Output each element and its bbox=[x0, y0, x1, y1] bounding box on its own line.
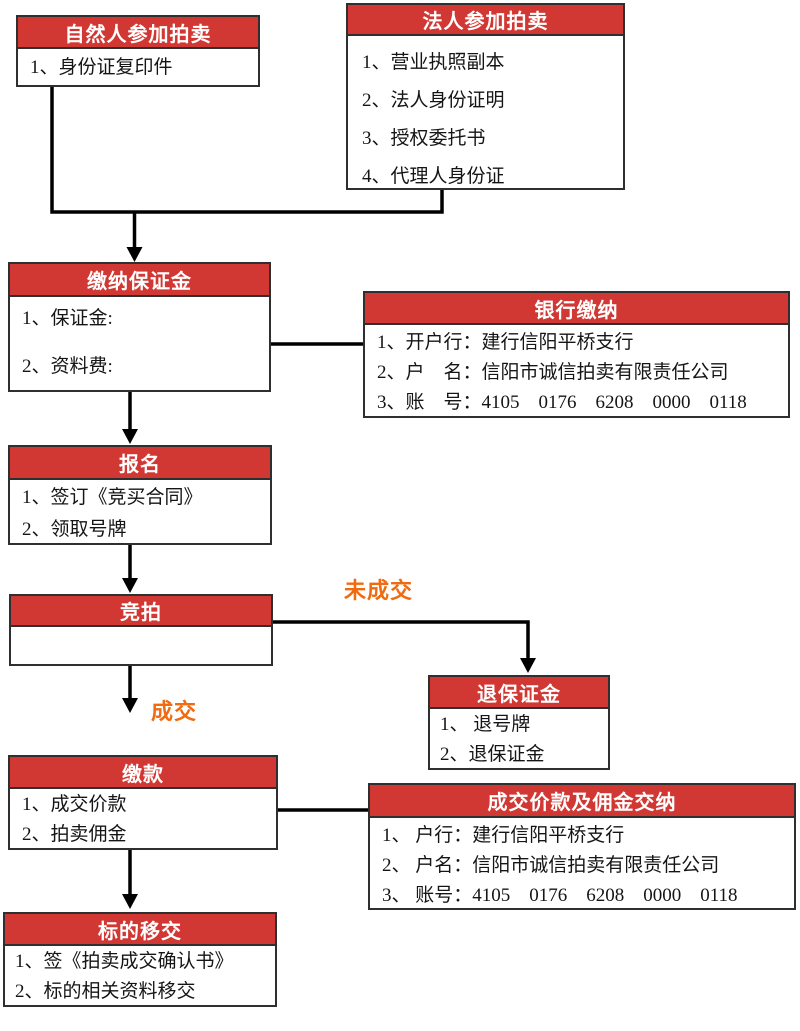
list-item: 2、资料费: bbox=[22, 356, 113, 377]
connector-arrow-payment-to-transfer bbox=[122, 850, 138, 909]
list-item: 2、退保证金 bbox=[440, 744, 545, 765]
list-item: 3、账 号：4105 0176 6208 0000 0118 bbox=[377, 392, 747, 413]
connector-tops-merge bbox=[50, 87, 444, 214]
box-commission-payment-title: 成交价款及佣金交纳 bbox=[370, 785, 794, 818]
list-item: 2、法人身份证明 bbox=[362, 90, 505, 111]
box-bidding-body bbox=[11, 627, 271, 664]
box-signup-body: 1、签订《竞买合同》 2、领取号牌 bbox=[10, 480, 270, 546]
list-item: 1、签订《竞买合同》 bbox=[22, 487, 203, 508]
box-payment: 缴款 1、成交价款 2、拍卖佣金 bbox=[8, 755, 278, 850]
list-item: 1、开户行：建行信阳平桥支行 bbox=[377, 332, 634, 353]
list-item: 2、标的相关资料移交 bbox=[15, 981, 196, 1002]
box-bidding-title: 竞拍 bbox=[11, 596, 271, 627]
box-legal-person-title: 法人参加拍卖 bbox=[348, 5, 623, 36]
list-item: 3、 账号：4105 0176 6208 0000 0118 bbox=[382, 885, 738, 906]
box-target-transfer-title: 标的移交 bbox=[5, 914, 275, 946]
box-refund-deposit-title: 退保证金 bbox=[430, 677, 608, 709]
box-legal-person: 法人参加拍卖 1、营业执照副本 2、法人身份证明 3、授权委托书 4、代理人身份… bbox=[346, 3, 625, 190]
connector-arrow-deposit-to-signup bbox=[122, 392, 138, 444]
box-natural-person: 自然人参加拍卖 1、身份证复印件 bbox=[16, 15, 260, 87]
box-deposit-title: 缴纳保证金 bbox=[10, 264, 269, 297]
box-refund-deposit: 退保证金 1、 退号牌 2、退保证金 bbox=[428, 675, 610, 770]
box-signup-title: 报名 bbox=[10, 447, 270, 480]
box-bank-payment-body: 1、开户行：建行信阳平桥支行 2、户 名：信阳市诚信拍卖有限责任公司 3、账 号… bbox=[365, 325, 788, 418]
box-deposit: 缴纳保证金 1、保证金: 2、资料费: bbox=[8, 262, 271, 392]
list-item: 2、领取号牌 bbox=[22, 519, 127, 540]
connector-arrow-bidding-to-refund bbox=[273, 620, 536, 673]
box-payment-body: 1、成交价款 2、拍卖佣金 bbox=[10, 789, 276, 850]
box-deposit-body: 1、保证金: 2、资料费: bbox=[10, 297, 269, 390]
list-item: 2、拍卖佣金 bbox=[22, 824, 127, 845]
list-item: 2、户 名：信阳市诚信拍卖有限责任公司 bbox=[377, 362, 729, 383]
branch-label-no-deal: 未成交 bbox=[344, 578, 414, 603]
box-target-transfer-body: 1、签《拍卖成交确认书》 2、标的相关资料移交 bbox=[5, 946, 275, 1007]
box-refund-deposit-body: 1、 退号牌 2、退保证金 bbox=[430, 709, 608, 770]
list-item: 1、 户行：建行信阳平桥支行 bbox=[382, 825, 625, 846]
box-commission-payment-body: 1、 户行：建行信阳平桥支行 2、 户名：信阳市诚信拍卖有限责任公司 3、 账号… bbox=[370, 818, 794, 911]
list-item: 1、 退号牌 bbox=[440, 714, 531, 735]
box-bidding: 竞拍 bbox=[9, 594, 273, 666]
list-item: 1、身份证复印件 bbox=[30, 57, 173, 78]
box-signup: 报名 1、签订《竞买合同》 2、领取号牌 bbox=[8, 445, 272, 545]
list-item: 2、 户名：信阳市诚信拍卖有限责任公司 bbox=[382, 855, 720, 876]
list-item: 1、成交价款 bbox=[22, 794, 127, 815]
branch-label-deal: 成交 bbox=[151, 699, 198, 724]
box-legal-person-body: 1、营业执照副本 2、法人身份证明 3、授权委托书 4、代理人身份证 bbox=[348, 36, 623, 196]
list-item: 4、代理人身份证 bbox=[362, 166, 505, 187]
box-commission-payment: 成交价款及佣金交纳 1、 户行：建行信阳平桥支行 2、 户名：信阳市诚信拍卖有限… bbox=[368, 783, 796, 910]
connector-arrow-signup-to-bidding bbox=[122, 545, 138, 593]
box-target-transfer: 标的移交 1、签《拍卖成交确认书》 2、标的相关资料移交 bbox=[3, 912, 277, 1007]
connector-arrow-bidding-deal bbox=[122, 666, 138, 713]
box-bank-payment: 银行缴纳 1、开户行：建行信阳平桥支行 2、户 名：信阳市诚信拍卖有限责任公司 … bbox=[363, 291, 790, 418]
box-natural-person-body: 1、身份证复印件 bbox=[18, 49, 258, 85]
list-item: 1、保证金: bbox=[22, 308, 113, 329]
list-item: 3、授权委托书 bbox=[362, 128, 486, 149]
box-natural-person-title: 自然人参加拍卖 bbox=[18, 17, 258, 49]
list-item: 1、营业执照副本 bbox=[362, 52, 505, 73]
connector-arrow-to-deposit bbox=[126, 212, 143, 262]
box-bank-payment-title: 银行缴纳 bbox=[365, 293, 788, 325]
box-payment-title: 缴款 bbox=[10, 757, 276, 789]
list-item: 1、签《拍卖成交确认书》 bbox=[15, 951, 234, 972]
